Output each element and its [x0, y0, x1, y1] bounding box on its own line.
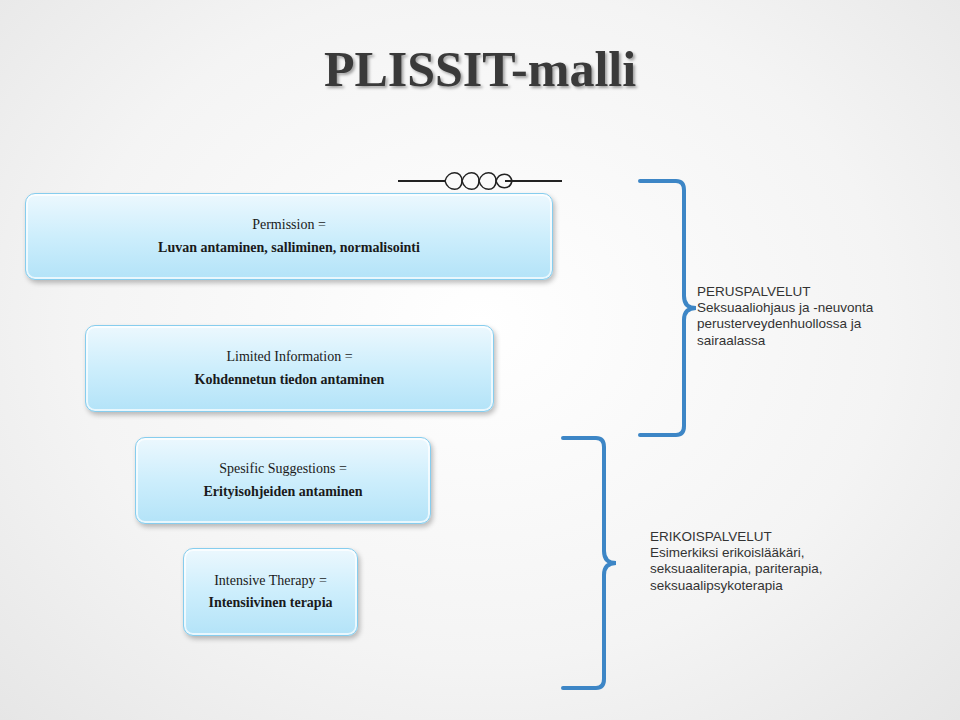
level-description: Kohdennetun tiedon antaminen	[195, 371, 385, 389]
level-description: Intensiivinen terapia	[208, 594, 332, 612]
level-description: Luvan antaminen, salliminen, normalisoin…	[158, 239, 420, 257]
flourish	[398, 173, 562, 190]
bracket	[640, 181, 696, 435]
level-box: Limited Information = Kohdennetun tiedon …	[85, 325, 494, 412]
service-heading: ERIKOISPALVELUT	[650, 529, 875, 545]
level-box: Intensive Therapy = Intensiivinen terapia	[183, 548, 358, 636]
level-name: Limited Information =	[226, 348, 352, 366]
service-heading: PERUSPALVELUT	[697, 284, 922, 300]
service-description: Seksuaaliohjaus ja -neuvonta perustervey…	[697, 300, 907, 349]
level-name: Intensive Therapy =	[214, 572, 327, 590]
service-description: Esimerkiksi erikoislääkäri, seksuaaliter…	[650, 545, 880, 594]
level-box: Permission = Luvan antaminen, salliminen,…	[25, 193, 553, 280]
level-name: Permission =	[252, 216, 326, 234]
level-name: Spesific Suggestions =	[219, 460, 347, 478]
slide-title: PLISSIT-malli	[0, 40, 960, 98]
level-description: Erityisohjeiden antaminen	[203, 483, 362, 501]
bracket	[563, 438, 616, 688]
level-box: Spesific Suggestions = Erityisohjeiden an…	[135, 437, 431, 524]
